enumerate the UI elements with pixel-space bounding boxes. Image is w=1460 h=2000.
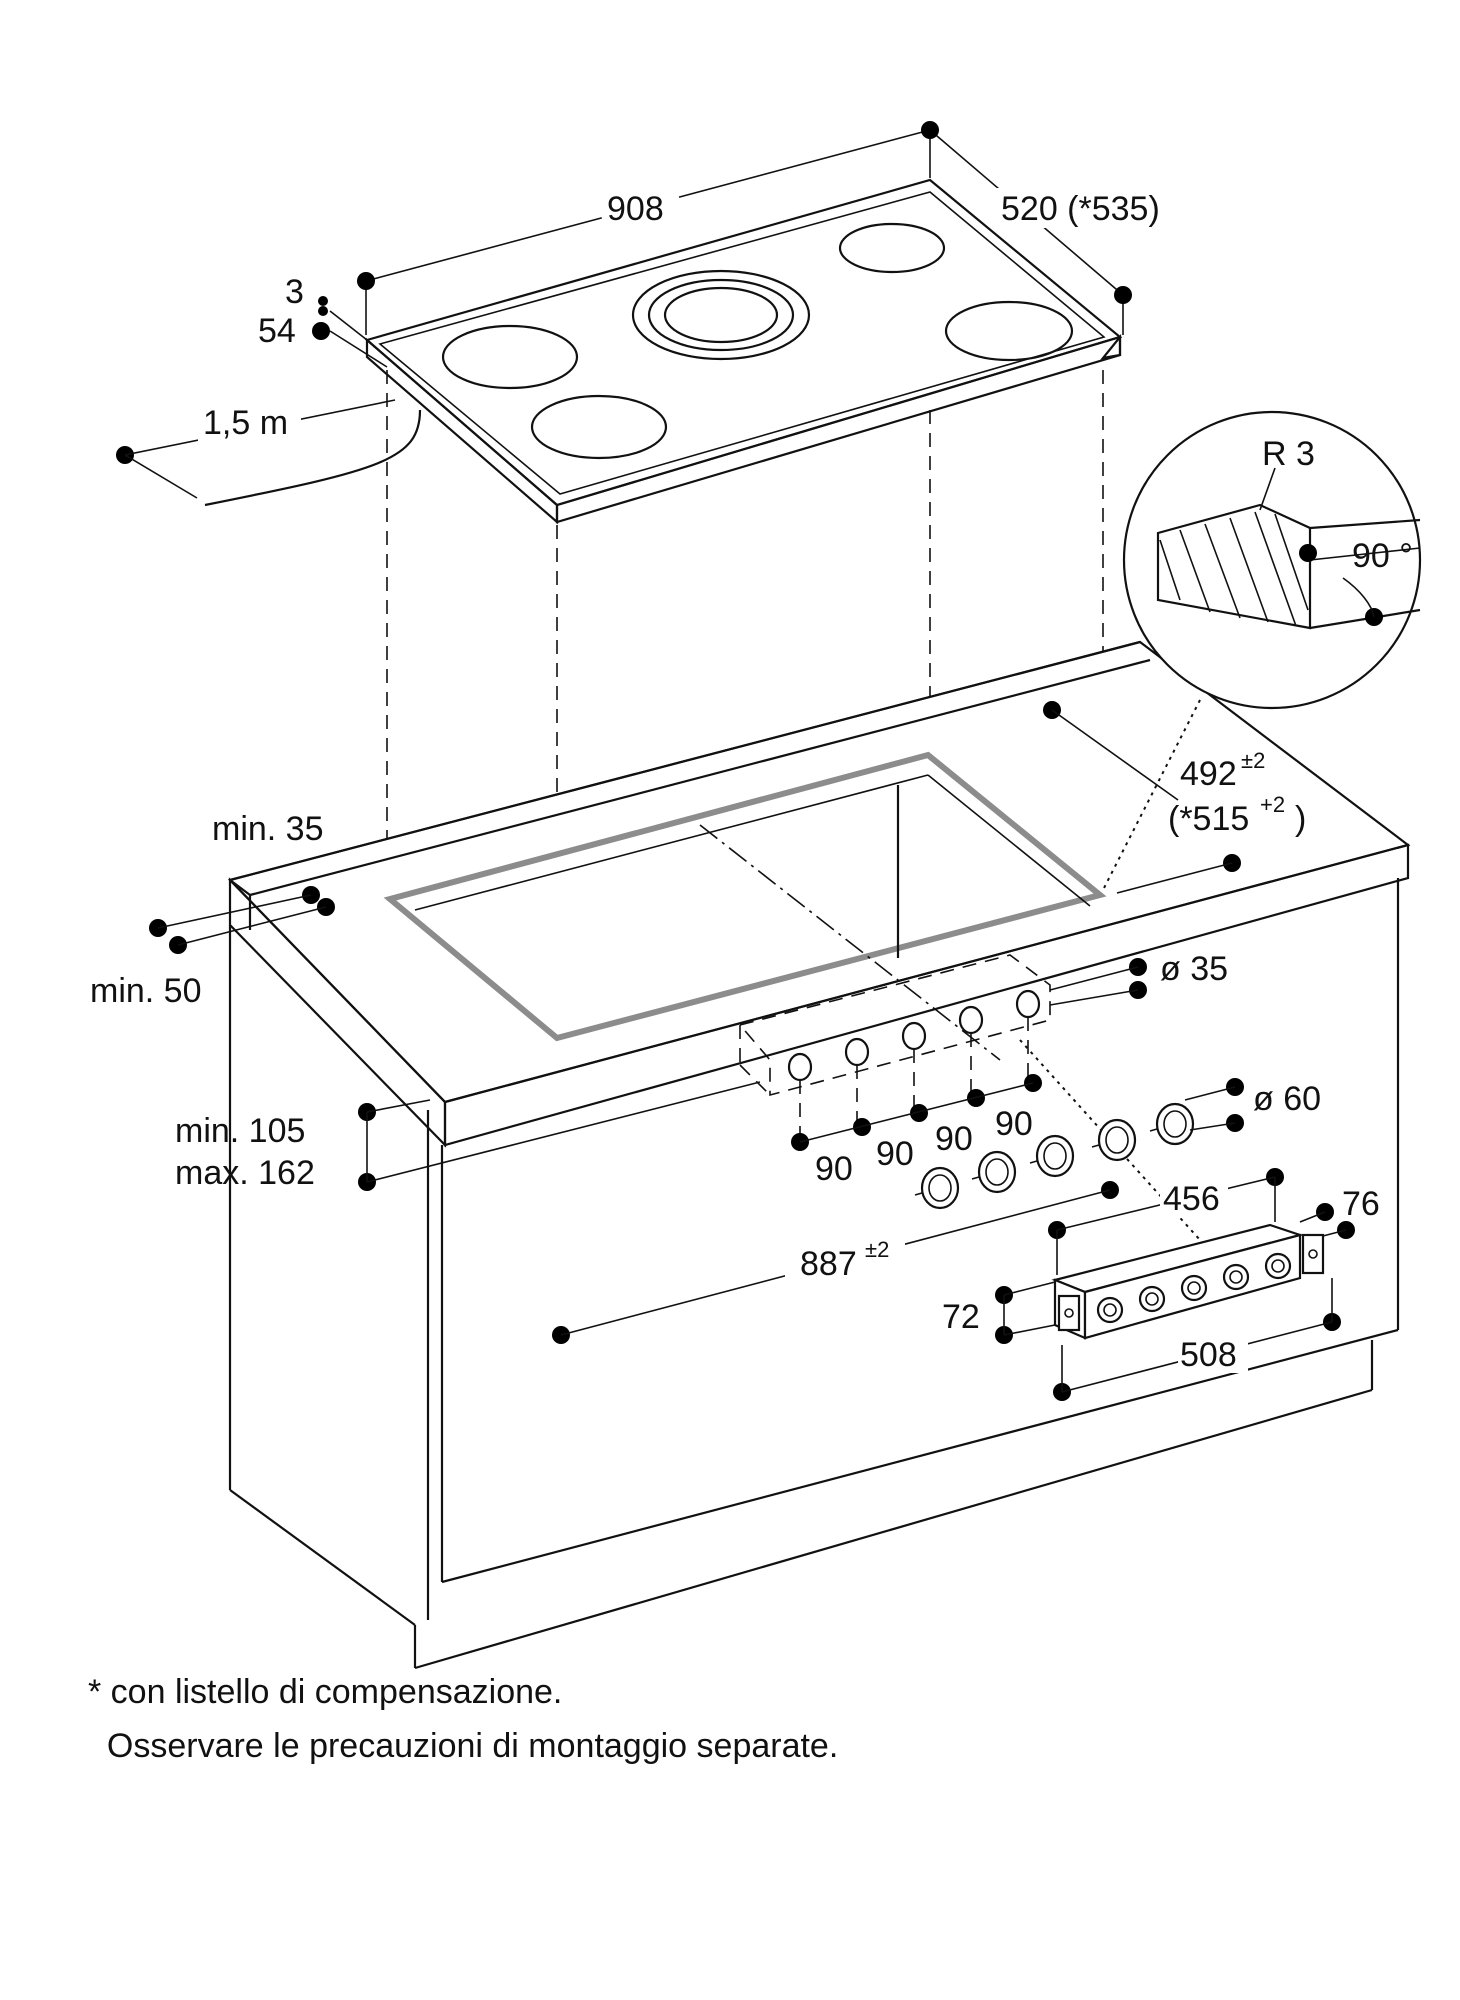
cooking-zones bbox=[441, 222, 1074, 460]
panel-depth-label: 76 bbox=[1342, 1185, 1380, 1223]
cable-length-label: 1,5 m bbox=[203, 404, 288, 442]
knob bbox=[1149, 1102, 1195, 1146]
cutout-width-label: 887 bbox=[800, 1245, 857, 1283]
knob bbox=[971, 1150, 1017, 1194]
footnote-line-2: Osservare le precauzioni di montaggio se… bbox=[88, 1727, 839, 1765]
edge-distance-dimensions: min. 35 min. 50 bbox=[90, 810, 335, 1010]
panel-width-label: 508 bbox=[1180, 1336, 1237, 1374]
edge-detail: R 3 90 ° bbox=[1102, 410, 1422, 891]
spacing-label-2: 90 bbox=[876, 1135, 914, 1173]
projection-lines bbox=[386, 370, 1104, 1040]
angle-label: 90 ° bbox=[1352, 537, 1413, 575]
panel-height-label: 72 bbox=[942, 1298, 980, 1336]
knob bbox=[1029, 1134, 1075, 1178]
knob-diameter-label: ø 60 bbox=[1253, 1080, 1321, 1118]
cutout-depth-alt-close: ) bbox=[1295, 800, 1306, 838]
spacing-label-1: 90 bbox=[815, 1150, 853, 1188]
hob-width-label: 908 bbox=[607, 190, 664, 228]
footnote-line-1: * con listello di compensazione. bbox=[88, 1673, 563, 1711]
hob-height-label: 54 bbox=[258, 312, 296, 350]
panel-hole-span-label: 456 bbox=[1163, 1180, 1220, 1218]
hole-diameter-label: ø 35 bbox=[1160, 950, 1228, 988]
cutout-width-dimension: 887 ±2 bbox=[552, 1181, 1119, 1344]
panel-knobs bbox=[1096, 1252, 1292, 1324]
glass-thickness-label: 3 bbox=[285, 273, 304, 311]
power-cable bbox=[204, 409, 422, 507]
cutout-depth-tolerance: ±2 bbox=[1241, 748, 1265, 773]
min-back-label: min. 35 bbox=[212, 810, 324, 848]
cutout-depth-label: 492 bbox=[1180, 755, 1237, 793]
cutout-depth-alt-tolerance: +2 bbox=[1260, 792, 1285, 817]
thickness-dimensions: 3 54 1,5 m bbox=[116, 273, 396, 499]
cooktop bbox=[204, 178, 1123, 525]
cutout-depth-dimension: 492 ±2 (*515 +2 ) bbox=[1043, 701, 1306, 894]
footnote: * con listello di compensazione. Osserva… bbox=[88, 1665, 1388, 1773]
min-front-label: min. 50 bbox=[90, 972, 202, 1010]
knob-hole-strip: 90 90 90 90 ø 35 bbox=[738, 950, 1228, 1241]
hob-dimensions: 908 520 (*535) bbox=[357, 121, 1192, 335]
front-min-label: min. 105 bbox=[175, 1112, 305, 1150]
hob-depth-label: 520 (*535) bbox=[1001, 190, 1160, 228]
radius-label: R 3 bbox=[1262, 435, 1315, 473]
control-knobs: ø 60 bbox=[914, 1078, 1321, 1210]
knob bbox=[914, 1166, 960, 1210]
countertop bbox=[227, 640, 1411, 1148]
spacing-label-3: 90 bbox=[935, 1120, 973, 1158]
knob bbox=[1091, 1118, 1137, 1162]
cutout-depth-alt-label: (*515 bbox=[1168, 800, 1249, 838]
knob-holes bbox=[787, 989, 1041, 1082]
control-panel-module: 456 76 72 508 bbox=[942, 1168, 1380, 1401]
cutout-width-tolerance: ±2 bbox=[865, 1237, 889, 1262]
spacing-label-4: 90 bbox=[995, 1105, 1033, 1143]
front-height-dimensions: min. 105 max. 162 bbox=[175, 1081, 761, 1192]
front-max-label: max. 162 bbox=[175, 1154, 315, 1192]
